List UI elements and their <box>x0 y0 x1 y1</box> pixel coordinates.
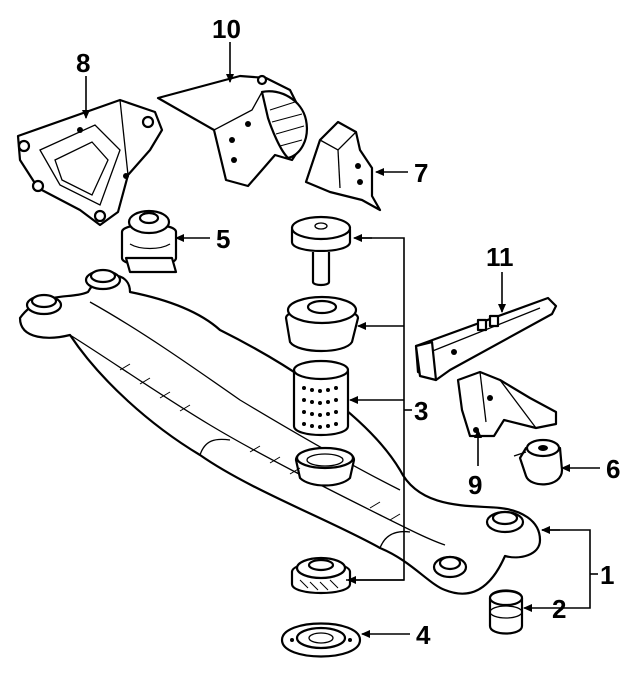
engine-bracket-left <box>16 98 164 227</box>
callout-9: 9 <box>468 470 482 500</box>
callout-6: 6 <box>606 454 620 484</box>
callout-10: 10 <box>212 14 241 44</box>
callout-3: 3 <box>414 396 428 426</box>
leader-lines <box>82 42 600 638</box>
callout-8: 8 <box>76 48 90 78</box>
crossmember <box>18 268 542 595</box>
callout-2: 2 <box>552 594 566 624</box>
callout-5: 5 <box>216 224 230 254</box>
transmission-bracket <box>414 296 558 382</box>
mount-middle-cushion <box>284 295 360 352</box>
callout-4: 4 <box>416 620 431 650</box>
callout-7: 7 <box>414 158 428 188</box>
mount-upper-bushing <box>290 215 352 287</box>
transmission-mount-6 <box>513 438 564 486</box>
mount-lower-cushion <box>290 556 352 595</box>
callout-11: 11 <box>486 242 514 272</box>
retainer-plate <box>280 622 362 658</box>
engine-bracket-right <box>156 74 308 188</box>
bracket-7 <box>304 120 382 212</box>
engine-mount-5 <box>120 209 178 274</box>
mount-perforated-sleeve <box>292 359 350 436</box>
transmission-mount-bracket <box>456 370 558 438</box>
callout-1: 1 <box>600 560 614 590</box>
bushing-2 <box>488 589 524 635</box>
